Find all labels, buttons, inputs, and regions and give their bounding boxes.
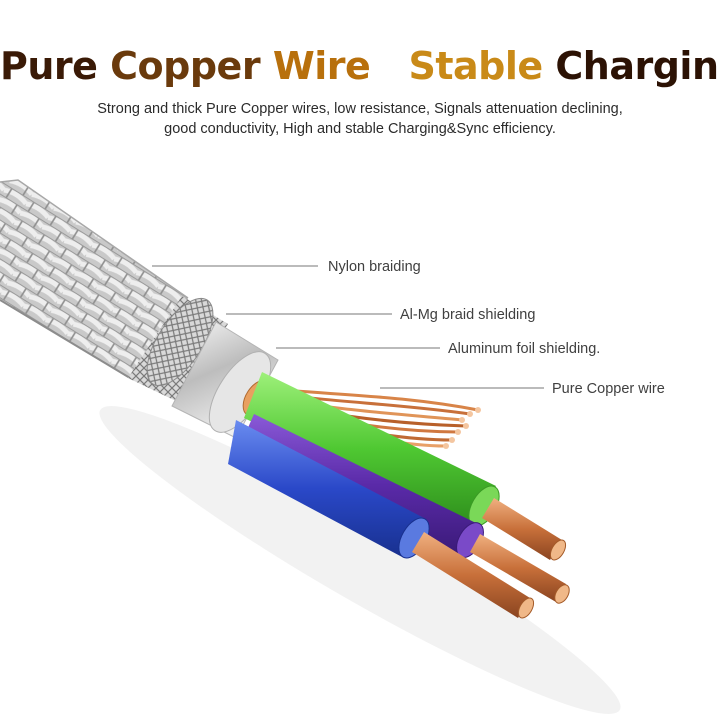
almg-braid-shielding (128, 296, 228, 402)
headline-word-wire: Wire (272, 44, 371, 88)
headline-word-stable: Stable (408, 44, 543, 88)
callout-almg-braid-shielding: Al-Mg braid shielding (400, 307, 536, 323)
blue-wire (228, 420, 535, 619)
callout-pure-copper-wire: Pure Copper wire (552, 381, 665, 397)
callout-nylon-braiding: Nylon braiding (328, 259, 421, 275)
headline: Pure Copper Wire Stable Charging (0, 42, 720, 90)
headline-word-copper: Copper (110, 44, 261, 88)
nylon-braiding (0, 179, 189, 379)
headline-word-pure: Pure (0, 44, 98, 88)
callout-aluminum-foil-shielding: Aluminum foil shielding. (448, 341, 601, 357)
headline-word-charging: Charging (555, 44, 720, 88)
subtitle-line-1: Strong and thick Pure Copper wires, low … (97, 101, 623, 117)
green-wire (244, 372, 567, 561)
subtitle-line-2: good conductivity, High and stable Charg… (164, 121, 556, 137)
